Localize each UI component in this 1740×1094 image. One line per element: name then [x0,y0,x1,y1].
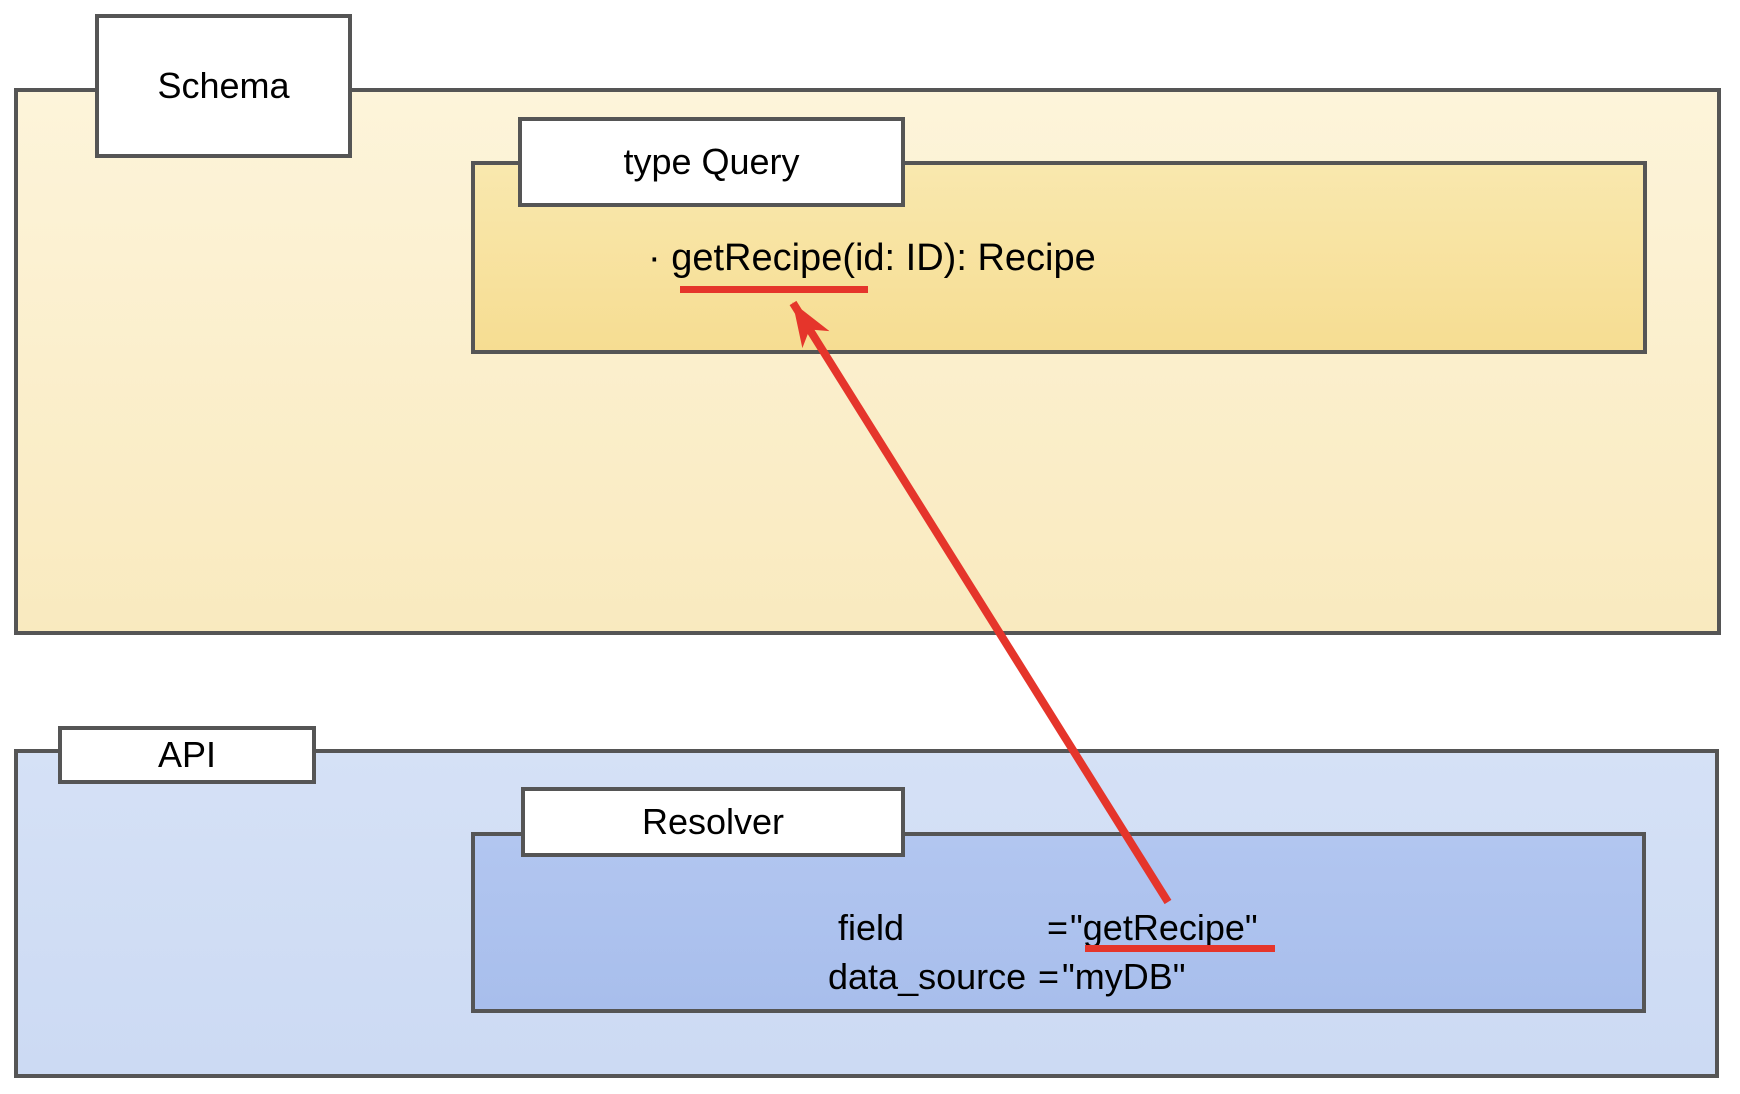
query-field-line: · getRecipe(id: ID): Recipe [648,237,1096,279]
resolver-row-data-source: data_source = "myDB" [0,952,1740,1001]
api-label-text: API [157,734,217,775]
resolver-datasource-equals: = [1038,956,1060,997]
type-query-label-text: type Query [623,141,800,182]
resolver-field-value: "getRecipe" [1070,907,1258,948]
resolver-label: Resolver [521,787,905,857]
resolver-label-text: Resolver [641,801,785,842]
schema-label: Schema [95,14,352,158]
resolver-field-equals: = [1047,907,1069,948]
resolver-field-name: field [838,907,905,948]
schema-getrecipe-underline [680,286,868,293]
resolver-getrecipe-underline [1085,945,1275,952]
resolver-datasource-name: data_source [828,956,1027,997]
resolver-datasource-value: "myDB" [1062,956,1186,997]
schema-label-text: Schema [157,65,290,106]
type-query-label: type Query [518,117,905,207]
resolver-row-field: field = "getRecipe" [0,903,1740,952]
api-label: API [58,726,316,784]
